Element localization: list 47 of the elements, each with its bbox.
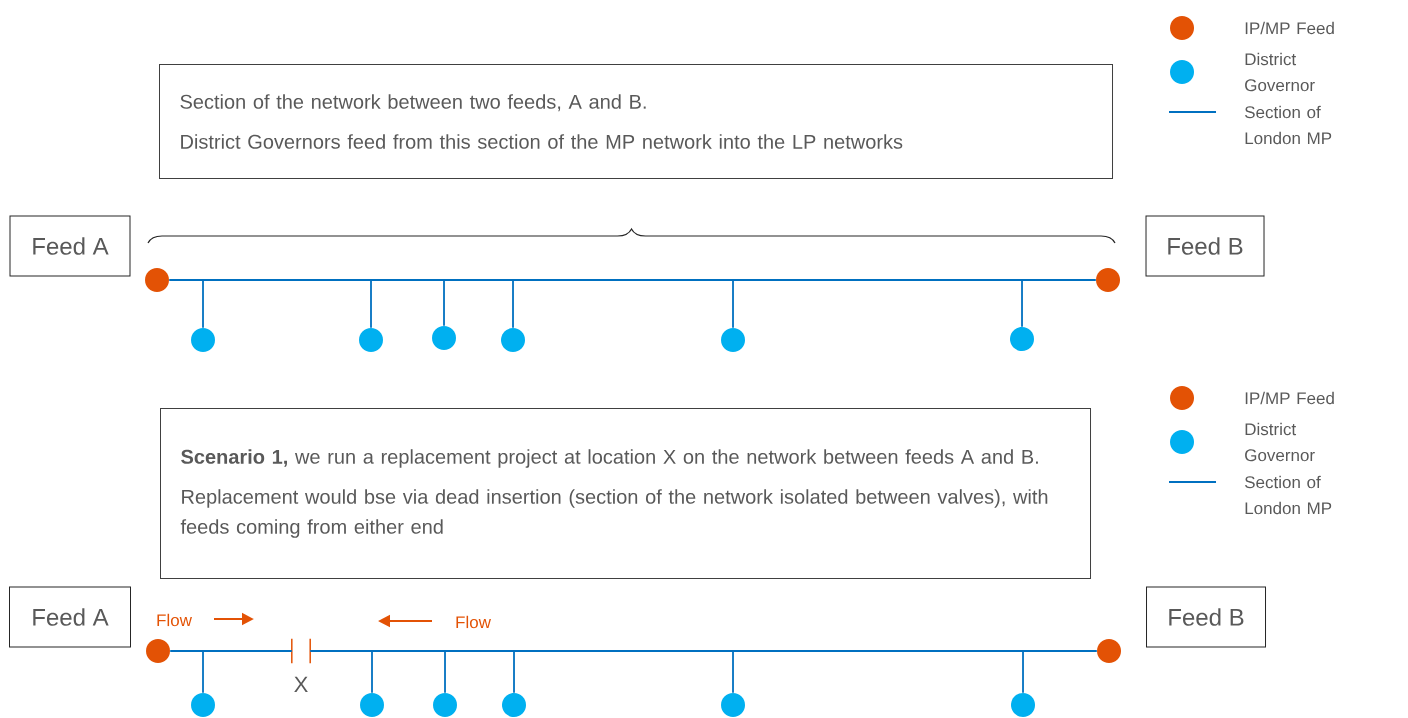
note-box: Scenario 1, we run a replacement project at location X on the network between feeds A and B. Replacement would bse via dead insertion (section of the network isolated between valves), with feeds coming from either end bbox=[160, 408, 1091, 579]
governor-dot bbox=[721, 693, 745, 717]
branch-line bbox=[512, 280, 514, 329]
governor-dot bbox=[1010, 327, 1034, 351]
valve-label: X bbox=[294, 676, 308, 692]
note-box: Section of the network between two feeds, A and B. District Governors feed from this section of the MP network into the LP networks bbox=[159, 64, 1113, 179]
governor-dot bbox=[433, 693, 457, 717]
flow-label: Flow bbox=[456, 615, 491, 629]
valve-symbol bbox=[291, 638, 311, 664]
branch-line bbox=[732, 280, 734, 329]
governor-dot bbox=[502, 693, 526, 717]
legend-label: IP/MP Feed bbox=[1245, 21, 1334, 35]
pipe-line bbox=[169, 650, 293, 652]
legend-label: District Governor bbox=[1245, 422, 1315, 462]
branch-line bbox=[202, 280, 204, 329]
governor-dot bbox=[191, 328, 215, 352]
branch-line bbox=[732, 651, 734, 694]
feed-box: Feed B bbox=[1145, 215, 1265, 277]
branch-line bbox=[370, 280, 372, 329]
governor-dot bbox=[359, 328, 383, 352]
governor-dot bbox=[360, 693, 384, 717]
branch-line bbox=[443, 280, 445, 327]
feed-box: Feed A bbox=[9, 586, 131, 648]
feed-box: Feed B bbox=[1146, 586, 1266, 648]
branch-line bbox=[371, 651, 373, 694]
branch-line bbox=[202, 651, 204, 694]
legend-label: IP/MP Feed bbox=[1245, 391, 1334, 405]
branch-line bbox=[513, 651, 515, 694]
pipe-line bbox=[309, 650, 1098, 652]
legend-label: Section of London MP bbox=[1245, 475, 1332, 515]
governor-dot bbox=[1011, 693, 1035, 717]
legend-label: Section of London MP bbox=[1245, 105, 1332, 145]
feed-dot bbox=[1096, 268, 1120, 292]
feed-dot bbox=[146, 639, 170, 663]
governor-dot bbox=[191, 693, 215, 717]
governor-dot bbox=[432, 326, 456, 350]
feed-dot bbox=[145, 268, 169, 292]
branch-line bbox=[444, 651, 446, 694]
flow-label: Flow bbox=[157, 613, 192, 627]
feed-dot bbox=[1097, 639, 1121, 663]
branch-line bbox=[1021, 280, 1023, 328]
feed-box: Feed A bbox=[9, 215, 131, 277]
governor-dot bbox=[721, 328, 745, 352]
governor-dot bbox=[501, 328, 525, 352]
branch-line bbox=[1022, 651, 1024, 694]
legend-label: District Governor bbox=[1245, 52, 1315, 92]
pipe-line bbox=[168, 279, 1097, 281]
